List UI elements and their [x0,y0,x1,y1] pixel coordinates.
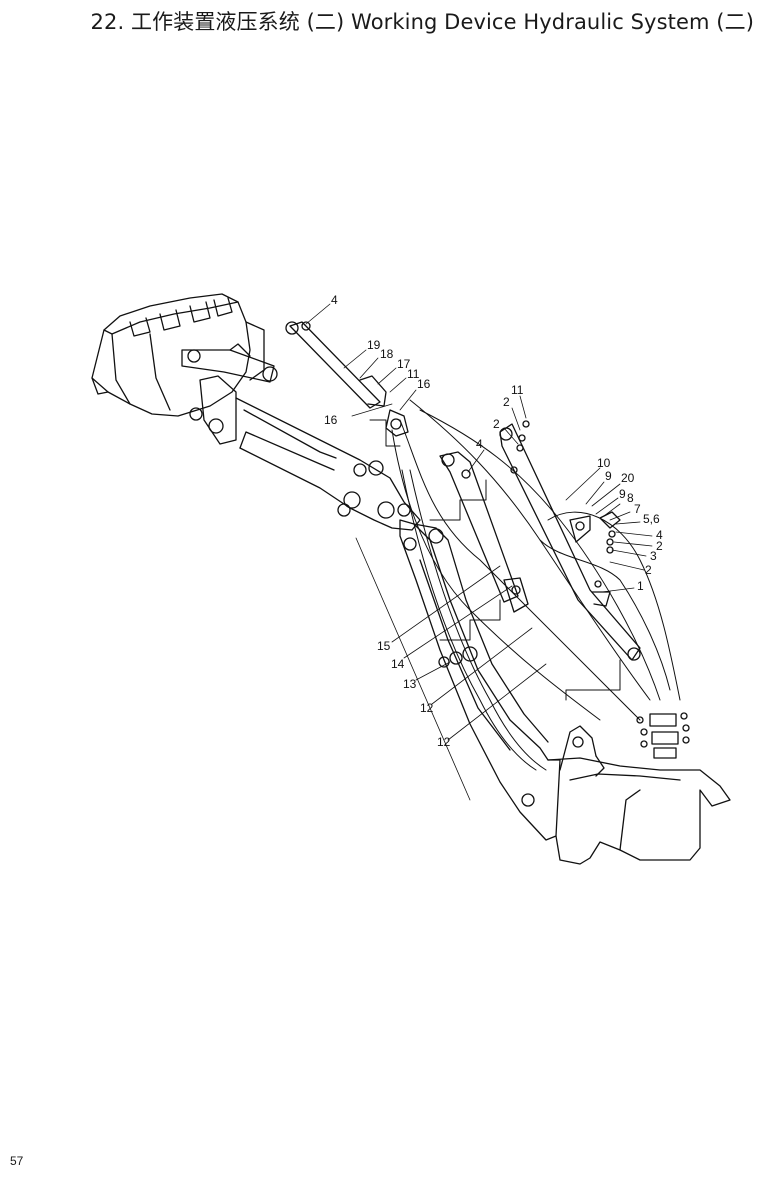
callout-label: 3 [650,549,657,563]
callout-label: 2 [645,563,652,577]
callout-label: 1 [637,579,644,593]
page-title: 22. 工作装置液压系统 (二) Working Device Hydrauli… [90,10,754,34]
bucket [91,293,265,417]
page-number: 57 [10,1154,24,1168]
bucket-linkage [181,343,278,445]
callout-label: 16 [417,377,431,391]
callout-label: 5,6 [643,512,660,526]
callout-label: 2 [493,417,500,431]
callout-label: 10 [597,456,611,470]
callout-label: 18 [380,347,394,361]
frame-base [547,725,731,865]
bucket-cylinder [285,321,409,437]
callout-label: 11 [511,383,524,397]
callout-label: 2 [503,395,510,409]
callout-label: 14 [391,657,405,671]
callout-labels: 4 19 18 17 11 16 16 11 2 2 4 10 9 20 9 8… [324,293,663,749]
arm-cylinder [439,451,529,613]
callout-label: 9 [619,487,626,501]
callout-label: 19 [367,338,381,352]
boom [399,519,561,841]
callout-label: 8 [627,491,634,505]
callout-label: 4 [656,528,663,542]
callout-label: 13 [403,677,417,691]
callout-label: 4 [331,293,338,307]
boom-cylinder [499,423,641,661]
callout-label: 7 [634,502,641,516]
valve-blocks [636,712,690,759]
leader-lines [305,303,653,801]
fittings [510,420,621,588]
callout-label: 15 [377,639,391,653]
callout-label: 2 [656,539,663,553]
callout-label: 12 [420,701,434,715]
callout-label: 11 [407,367,420,381]
callout-label: 9 [605,469,612,483]
callout-label: 16 [324,413,338,427]
callout-label: 4 [476,437,483,451]
callout-label: 20 [621,471,635,485]
callout-label: 12 [437,735,451,749]
callout-label: 17 [397,357,411,371]
